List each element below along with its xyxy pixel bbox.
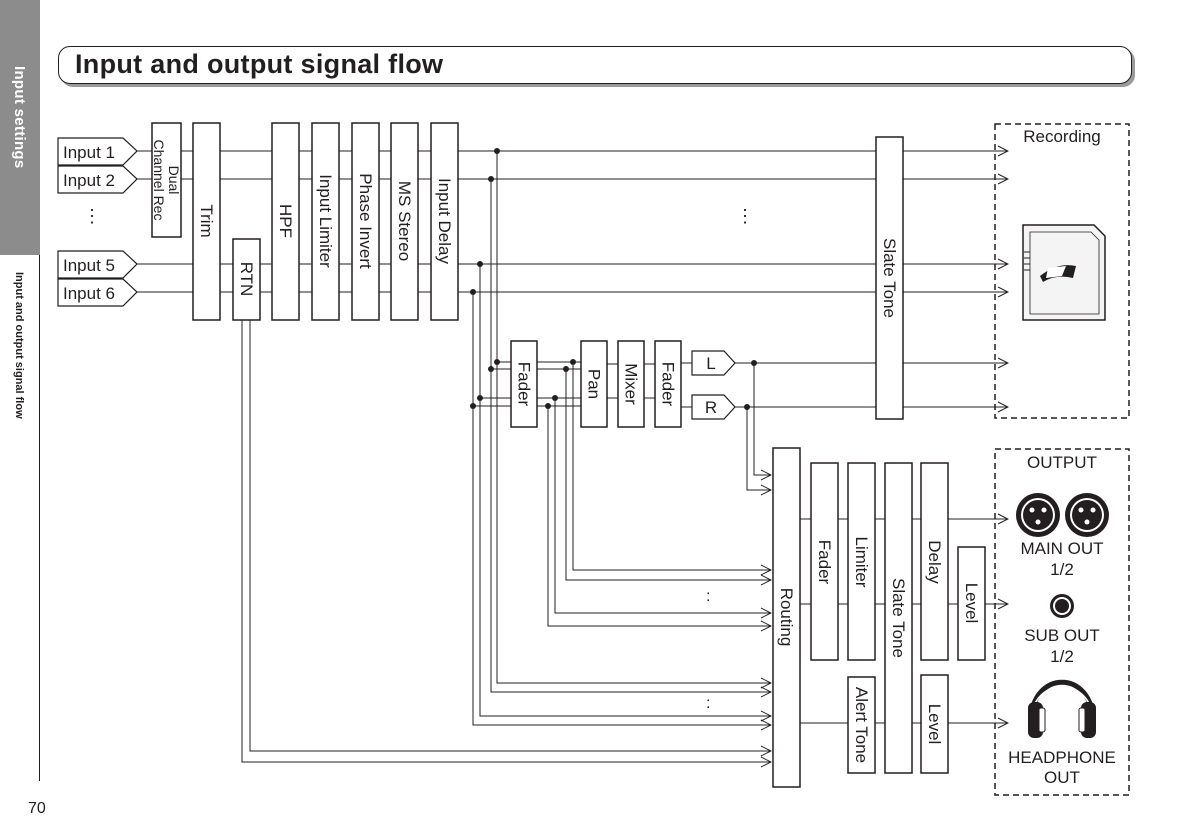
signal-lines [137, 151, 1008, 762]
trim-block [192, 122, 221, 321]
pan-block [580, 340, 608, 428]
output-delay-block [920, 462, 949, 661]
hpf-block [271, 122, 300, 321]
sub-out-channels: 1/2 [1050, 647, 1074, 666]
page-title-box: Input and output signal flow [58, 46, 1132, 84]
slate-tone-recording-block [875, 136, 904, 420]
junction-dots [470, 148, 757, 410]
svg-text:L: L [706, 354, 715, 373]
track-ellipsis: ⋮ [736, 206, 754, 226]
output-limiter-label: Limiter [852, 536, 871, 587]
input-tag: Input 5 [57, 250, 138, 279]
output-limiter-block [847, 462, 876, 661]
input-tag: Input 2 [57, 165, 138, 194]
fader-post-block [654, 340, 682, 428]
dual-channel-rec-label: DualChannel Rec [151, 140, 182, 221]
output-box [994, 448, 1130, 796]
hpf-label: HPF [276, 204, 295, 238]
svg-text:Input 1: Input 1 [63, 143, 115, 162]
mixer-block [617, 340, 645, 428]
output-fader-label: Fader [815, 540, 834, 585]
input-limiter-block [311, 122, 340, 321]
side-divider [39, 255, 40, 781]
headphone-icon [1028, 679, 1096, 738]
svg-text:Input 2: Input 2 [63, 171, 115, 190]
phase-invert-label: Phase Invert [356, 173, 375, 269]
main-out-channels: 1/2 [1050, 560, 1074, 579]
alert-tone-label: Alert Tone [852, 687, 871, 763]
r-channel-tag: R [691, 394, 736, 420]
level-sub-block [957, 546, 986, 661]
routing-ellipsis: : [706, 695, 710, 712]
recording-label: Recording [1023, 127, 1101, 146]
headphone-out-label: OUT [1044, 768, 1080, 787]
fader-post-label: Fader [659, 362, 678, 407]
fader-pre-block [510, 340, 538, 428]
dual-channel-rec-block [151, 122, 182, 238]
trim-label: Trim [197, 204, 216, 237]
main-out-label: MAIN OUT [1020, 539, 1103, 558]
routing-ellipsis: : [706, 588, 710, 605]
ms-stereo-label: MS Stereo [395, 181, 414, 261]
output-slate-tone-block [884, 462, 913, 774]
level-headphone-label: Level [925, 704, 944, 745]
side-section-label: Input and output signal flow [13, 272, 25, 419]
input-tag: Input 1 [57, 137, 138, 166]
page-number: 70 [28, 800, 46, 817]
svg-text:Input 5: Input 5 [63, 256, 115, 275]
side-tab-label: Input settings [11, 66, 28, 169]
input-tag: Input 6 [57, 278, 138, 307]
fader-pre-label: Fader [515, 362, 534, 407]
input-delay-label: Input Delay [435, 178, 454, 264]
input-ellipsis: ⋮ [83, 206, 101, 226]
slate-tone-recording-label: Slate Tone [880, 238, 899, 318]
page-title: Input and output signal flow [75, 49, 444, 79]
sub-out-label: SUB OUT [1024, 626, 1100, 645]
ms-stereo-block [390, 122, 419, 321]
routing-block [772, 447, 801, 788]
level-headphone-block [920, 674, 949, 774]
sd-card-icon [1022, 224, 1106, 321]
recording-box [994, 123, 1130, 419]
output-delay-label: Delay [925, 540, 944, 584]
alert-tone-block [847, 676, 876, 774]
side-tab-input-settings [0, 0, 40, 255]
input-limiter-label: Input Limiter [316, 174, 335, 268]
pan-label: Pan [585, 369, 604, 399]
rtn-block [232, 238, 261, 321]
svg-text:R: R [705, 398, 717, 417]
xlr-connector-icon [1016, 493, 1060, 537]
xlr-connector-icon [1065, 493, 1109, 537]
level-sub-label: Level [962, 583, 981, 624]
headphone-label: HEADPHONE [1008, 748, 1116, 767]
output-slate-tone-label: Slate Tone [889, 578, 908, 658]
output-label: OUTPUT [1027, 453, 1097, 472]
routing-label: Routing [777, 588, 796, 647]
mixer-label: Mixer [622, 363, 641, 405]
mini-jack-icon [1050, 594, 1074, 618]
svg-text:Input 6: Input 6 [63, 284, 115, 303]
phase-invert-block [351, 122, 380, 321]
output-fader-block [810, 462, 839, 661]
rtn-label: RTN [237, 262, 256, 297]
input-delay-block [430, 122, 459, 321]
l-channel-tag: L [691, 350, 736, 376]
